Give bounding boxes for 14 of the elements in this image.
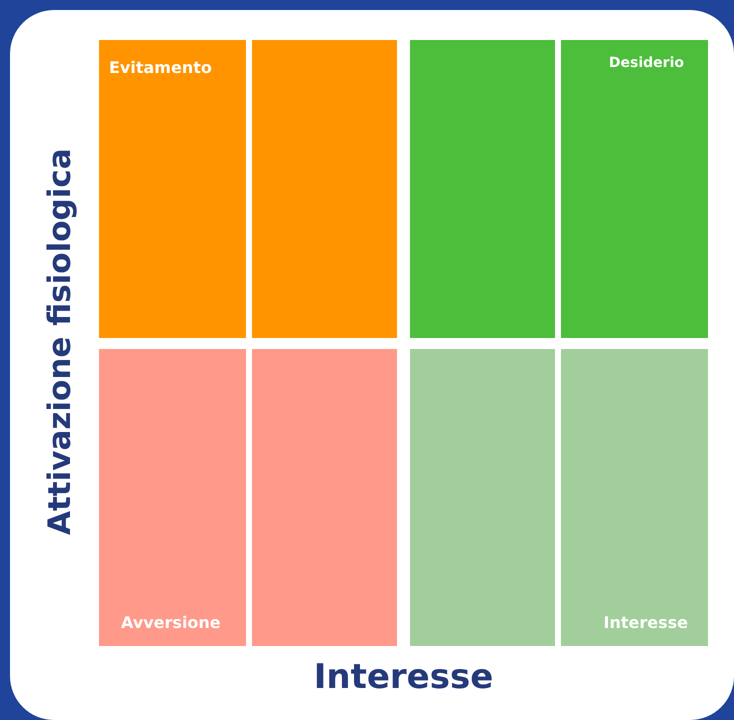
quadrant-label: Interesse <box>604 613 688 632</box>
vertical-axis-label: Attivazione fisiologica <box>42 148 78 538</box>
horizontal-axis-label: Interesse <box>312 657 494 697</box>
quadrant-panel <box>410 40 555 338</box>
quadrant-panel <box>561 349 708 646</box>
quadrant-label: Desiderio <box>608 55 684 71</box>
quadrant-panel <box>252 40 397 338</box>
quadrant-panel <box>252 349 397 646</box>
quadrant-panel <box>99 349 246 646</box>
quadrant-panel <box>410 349 555 646</box>
quadrant-label: Evitamento <box>109 58 212 77</box>
quadrant-label: Avversione <box>121 613 221 632</box>
quadrant-panel <box>561 40 708 338</box>
quadrant-panel <box>99 40 246 338</box>
